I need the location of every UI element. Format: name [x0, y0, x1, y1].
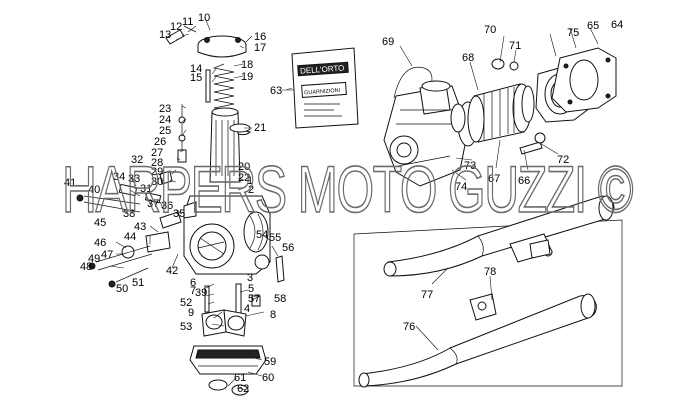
callout-43: 43 [134, 221, 146, 233]
carburettor-assembly-view [383, 47, 617, 187]
callout-10: 10 [198, 12, 210, 24]
callout-28: 28 [151, 157, 163, 169]
carburettor-exploded-view: DELL'ORTO GUARNIZIONI [76, 25, 359, 396]
callout-45: 45 [94, 217, 106, 229]
callout-57: 57 [248, 293, 260, 305]
callout-64: 64 [611, 19, 623, 31]
callout-40: 40 [88, 184, 100, 196]
callout-14: 14 [190, 63, 202, 75]
callout-76: 76 [403, 321, 415, 333]
callout-65: 65 [587, 20, 599, 32]
callout-5: 5 [248, 283, 254, 295]
callout-35: 35 [173, 208, 185, 220]
gasket-pack-brand: DELL'ORTO [300, 64, 345, 76]
gasket-pack-caption: GUARNIZIONI [304, 88, 341, 97]
callout-4: 4 [244, 303, 250, 315]
callout-59: 59 [264, 356, 276, 368]
callout-62: 62 [237, 383, 249, 395]
exhaust-view [353, 195, 623, 388]
callout-61: 61 [234, 372, 246, 384]
callout-54: 54 [256, 229, 268, 241]
callout-27: 27 [151, 147, 163, 159]
callout-19: 19 [241, 71, 253, 83]
callout-16: 16 [254, 31, 266, 43]
callout-13: 13 [159, 29, 171, 41]
callout-22: 22 [238, 172, 250, 184]
callout-48: 48 [80, 261, 92, 273]
callout-15: 15 [190, 72, 202, 84]
callout-3: 3 [247, 272, 253, 284]
callout-55: 55 [269, 232, 281, 244]
callout-20: 20 [238, 161, 250, 173]
callout-33: 33 [128, 173, 140, 185]
callout-49: 49 [88, 253, 100, 265]
callout-56: 56 [282, 242, 294, 254]
callout-26: 26 [154, 136, 166, 148]
callout-53: 53 [180, 321, 192, 333]
callout-71: 71 [509, 40, 521, 52]
callout-70: 70 [484, 24, 496, 36]
watermark: HARPERS MOTO GUZZI © [62, 152, 633, 226]
callout-34: 34 [113, 171, 125, 183]
callout-50: 50 [116, 283, 128, 295]
callout-46: 46 [94, 237, 106, 249]
callout-29: 29 [151, 166, 163, 178]
callout-68: 68 [462, 52, 474, 64]
callout-24: 24 [159, 114, 171, 126]
callout-8: 8 [270, 309, 276, 321]
callout-17: 17 [254, 42, 266, 54]
callout-77: 77 [421, 289, 433, 301]
callout-52: 52 [180, 297, 192, 309]
callout-7: 7 [190, 285, 196, 297]
callout-78: 78 [484, 266, 496, 278]
callout-11: 11 [182, 16, 193, 28]
callout-12: 12 [170, 21, 182, 33]
callout-72: 72 [557, 154, 569, 166]
callout-75: 75 [567, 27, 579, 39]
callout-58: 58 [274, 293, 286, 305]
callout-18: 18 [241, 59, 253, 71]
callout-38: 38 [123, 208, 135, 220]
callout-labels: 1 2 3 4 5 6 7 8 9 10 11 12 13 14 15 16 1… [64, 12, 623, 395]
leader-lines [109, 17, 599, 391]
callout-42: 42 [166, 265, 178, 277]
callout-41: 41 [64, 177, 76, 189]
callout-2: 2 [248, 184, 254, 196]
callout-36: 36 [161, 200, 173, 212]
gasket-pack: DELL'ORTO GUARNIZIONI [291, 47, 359, 129]
callout-73: 73 [464, 160, 476, 172]
callout-1: 1 [247, 175, 253, 187]
callout-39: 39 [195, 287, 207, 299]
callout-63: 63 [270, 85, 282, 97]
callout-69: 69 [382, 36, 394, 48]
callout-21: 21 [254, 122, 266, 134]
callout-51: 51 [132, 277, 144, 289]
callout-30: 30 [151, 176, 163, 188]
callout-9: 9 [188, 307, 194, 319]
callout-60: 60 [262, 372, 274, 384]
callout-37: 37 [147, 198, 159, 210]
callout-32: 32 [131, 154, 143, 166]
callout-47: 47 [101, 249, 113, 261]
callout-25: 25 [159, 125, 171, 137]
callout-31: 31 [140, 183, 152, 195]
callout-44: 44 [124, 231, 136, 243]
callout-6: 6 [190, 277, 196, 289]
callout-66: 66 [518, 175, 530, 187]
callout-23: 23 [159, 103, 171, 115]
callout-67: 67 [488, 173, 500, 185]
callout-74: 74 [455, 181, 467, 193]
